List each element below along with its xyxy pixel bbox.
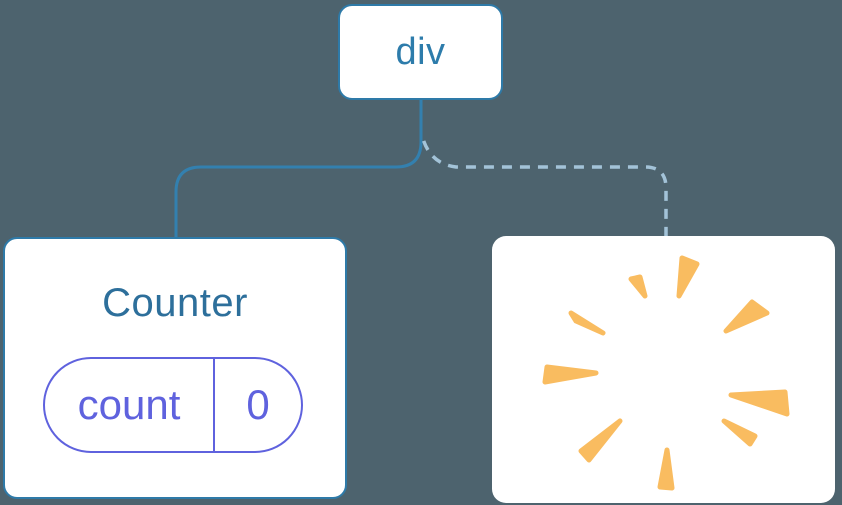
root-node: div [338, 4, 503, 100]
poof-ray [723, 299, 770, 334]
root-node-label: div [395, 30, 446, 73]
poof-ray [728, 389, 790, 417]
poof-ray [628, 274, 648, 299]
state-value: 0 [246, 381, 270, 428]
poof-ray [721, 418, 758, 447]
state-key-label: count [77, 381, 181, 428]
poof-ray [676, 255, 700, 299]
counter-title: Counter [102, 281, 248, 325]
poof-ray [657, 447, 675, 491]
counter-component-card: Counter count 0 [3, 237, 347, 499]
state-pill: count 0 [43, 357, 303, 453]
state-key-cell: count [45, 359, 215, 451]
poof-ray [568, 310, 606, 336]
dashed-edge-to-removed [421, 138, 668, 236]
state-value-cell: 0 [215, 359, 301, 451]
removed-component-card [492, 236, 835, 503]
solid-edge-to-counter [174, 98, 423, 239]
poof-sparkle-icon [542, 255, 790, 491]
poof-ray [578, 418, 623, 463]
poof-ray [542, 364, 599, 385]
